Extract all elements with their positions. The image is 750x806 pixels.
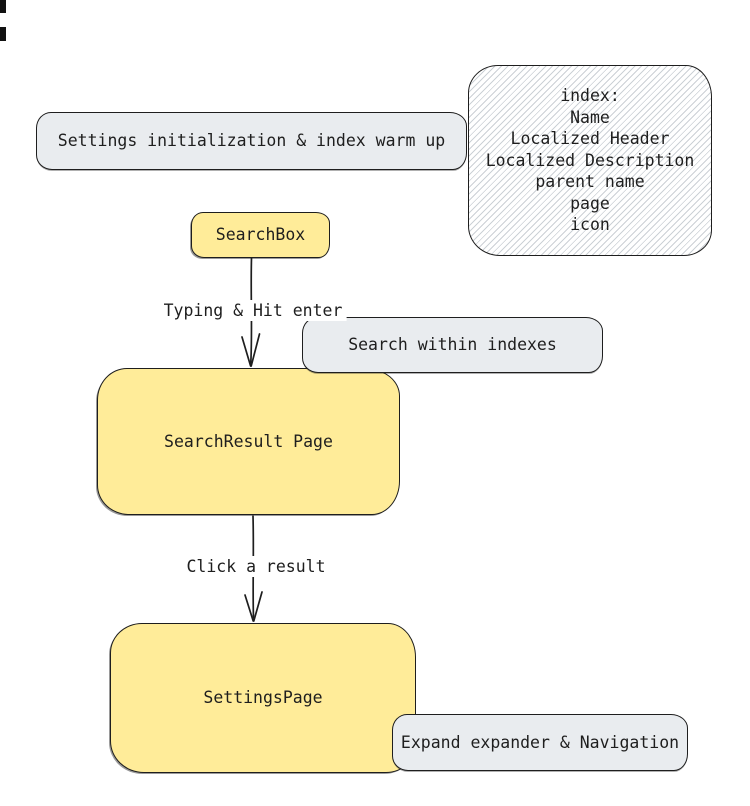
index-note-line: Localized Header	[510, 129, 670, 149]
index-note-line: icon	[570, 215, 610, 235]
index-note-line: parent name	[535, 172, 645, 192]
search-box-node: SearchBox	[191, 212, 330, 258]
arrow-typing-head	[241, 333, 261, 367]
expand-navigation-node: Expand expander & Navigation	[392, 714, 688, 771]
index-note-line: index:	[560, 86, 620, 106]
canvas-edge-mark-top	[0, 0, 6, 13]
edge-label-click-a-result: Click a result	[182, 556, 330, 577]
index-fields-note: index: Name Localized Header Localized D…	[468, 65, 712, 256]
search-within-indexes-node: Search within indexes	[302, 317, 603, 373]
index-note-line: page	[570, 193, 610, 213]
edge-label-typing-hit-enter: Typing & Hit enter	[159, 300, 347, 321]
index-note-line: Localized Description	[485, 150, 695, 170]
canvas-edge-mark-bottom	[0, 27, 6, 41]
arrow-click-head	[244, 591, 263, 622]
settings-init-node: Settings initialization & index warm up	[36, 112, 467, 170]
index-note-line: Name	[570, 107, 610, 127]
search-result-page-node: SearchResult Page	[97, 368, 400, 515]
settings-page-node: SettingsPage	[110, 623, 416, 773]
